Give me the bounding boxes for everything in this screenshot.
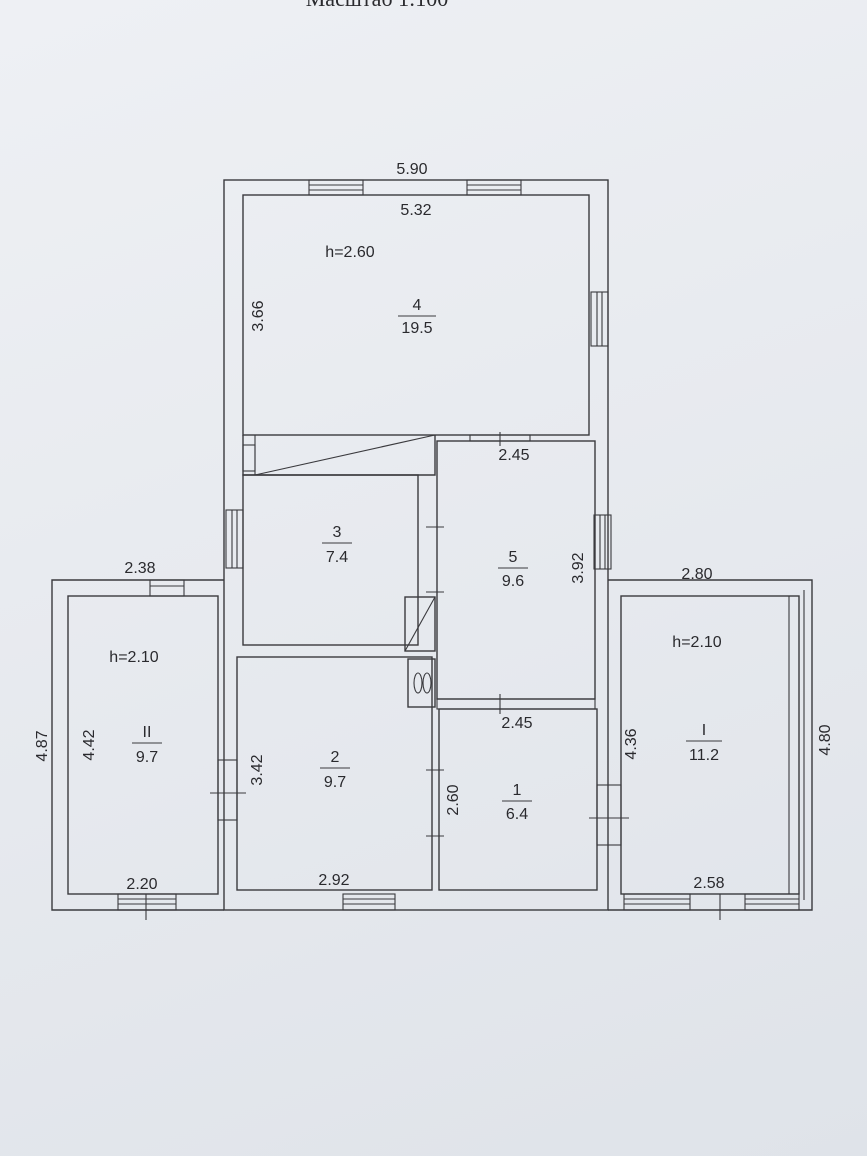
right-annex-walls xyxy=(608,579,813,911)
height-main: h=2.60 xyxy=(325,244,374,261)
room-label-II: II 9.7 xyxy=(132,724,162,766)
room-label-4: 4 19.5 xyxy=(398,297,436,337)
dim-room2-side: 3.42 xyxy=(249,754,266,785)
dim-room5-top: 2.45 xyxy=(498,447,529,464)
svg-text:II: II xyxy=(143,724,152,741)
dim-top-outer: 5.90 xyxy=(396,161,427,178)
svg-text:9.7: 9.7 xyxy=(136,749,158,766)
stair-band xyxy=(242,434,436,476)
room-label-I: I 11.2 xyxy=(686,722,722,764)
main-outer-walls xyxy=(223,179,609,911)
svg-text:2: 2 xyxy=(331,749,340,766)
dim-right-annex-outer: 4.80 xyxy=(817,724,834,755)
dim-left-annex-outer: 4.87 xyxy=(34,730,51,761)
dim-right-annex-top: 2.80 xyxy=(681,566,712,583)
windows xyxy=(117,179,800,911)
dim-room4-height: 3.66 xyxy=(250,300,267,331)
svg-text:19.5: 19.5 xyxy=(401,320,432,337)
svg-text:4: 4 xyxy=(413,297,422,314)
room-4-outline xyxy=(242,194,590,436)
dim-left-annex-bottom: 2.20 xyxy=(126,876,157,893)
dim-room2-bottom: 2.92 xyxy=(318,872,349,889)
dim-right-annex-inner: 4.36 xyxy=(623,728,640,759)
room-label-3: 3 7.4 xyxy=(322,524,352,566)
svg-text:9.7: 9.7 xyxy=(324,774,346,791)
height-left-annex: h=2.10 xyxy=(109,649,158,666)
dim-right-annex-bottom: 2.58 xyxy=(693,875,724,892)
height-right-annex: h=2.10 xyxy=(672,634,721,651)
svg-text:1: 1 xyxy=(513,782,522,799)
svg-text:3: 3 xyxy=(333,524,342,541)
dim-top-inner: 5.32 xyxy=(400,202,431,219)
scale-caption: Масштаб 1:100 xyxy=(306,0,448,11)
svg-text:6.4: 6.4 xyxy=(506,806,528,823)
dim-room1-side: 2.60 xyxy=(445,784,462,815)
dim-left-annex-inner: 4.42 xyxy=(81,729,98,760)
room-label-1: 1 6.4 xyxy=(502,782,532,823)
svg-text:I: I xyxy=(702,722,706,739)
room-label-5: 5 9.6 xyxy=(498,549,528,590)
room-1-outline xyxy=(438,708,598,891)
dim-room1-top: 2.45 xyxy=(501,715,532,732)
stove xyxy=(404,596,436,708)
svg-text:9.6: 9.6 xyxy=(502,573,524,590)
dim-left-annex-top: 2.38 xyxy=(124,560,155,577)
svg-text:11.2: 11.2 xyxy=(689,747,719,764)
svg-text:5: 5 xyxy=(509,549,518,566)
room-label-2: 2 9.7 xyxy=(320,749,350,791)
dim-room5-side: 3.92 xyxy=(570,552,587,583)
left-annex-walls xyxy=(51,579,224,911)
door-ticks xyxy=(145,432,721,920)
svg-text:7.4: 7.4 xyxy=(326,549,348,566)
